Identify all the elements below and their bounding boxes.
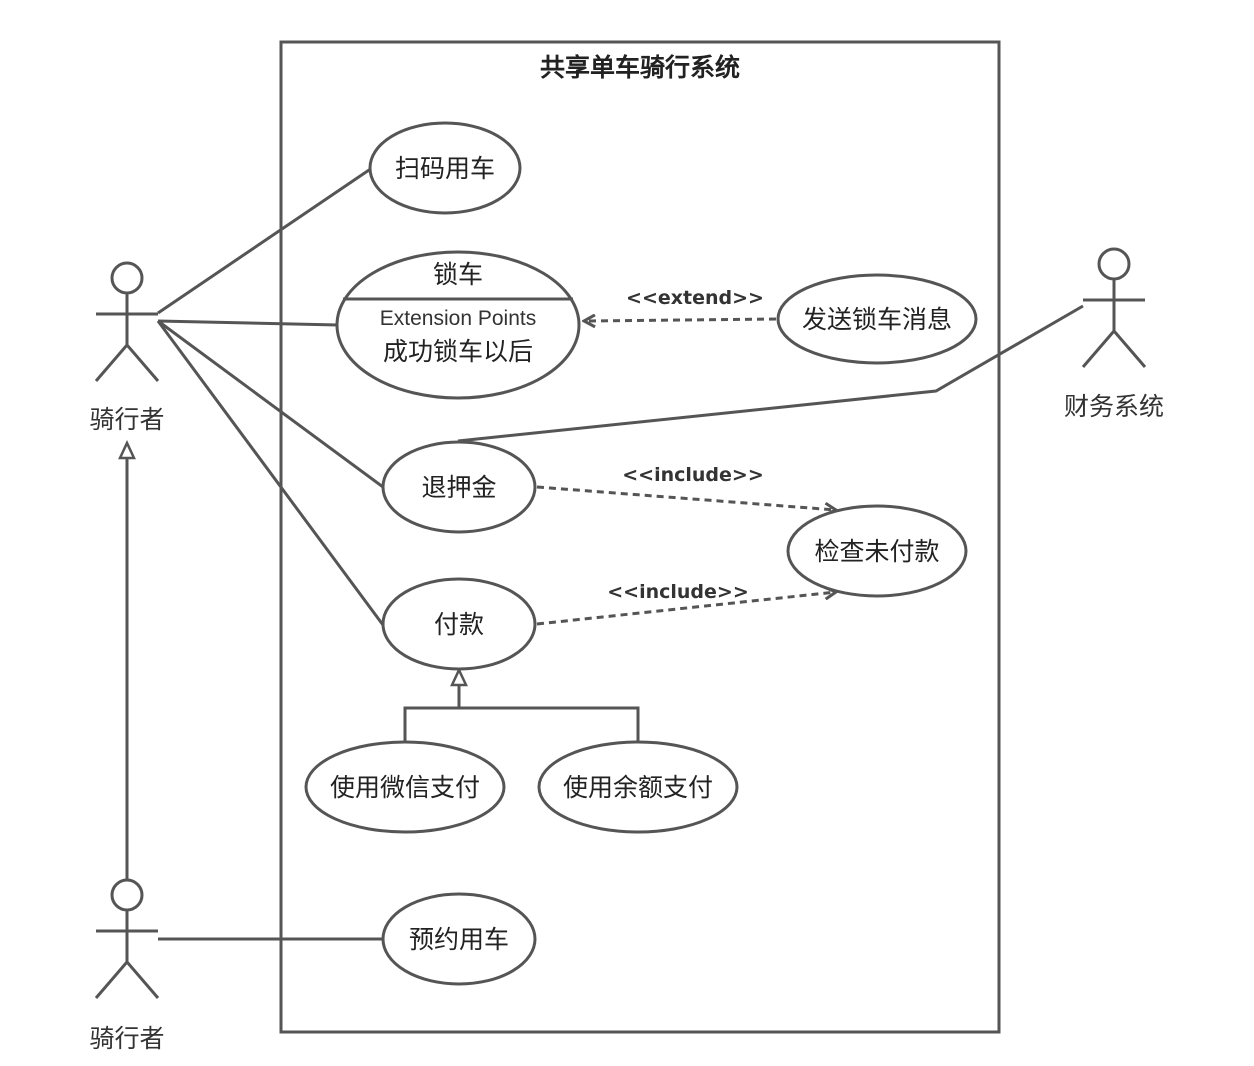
assoc-rider-pay xyxy=(156,320,385,626)
usecase-lock[interactable]: 锁车 Extension Points 成功锁车以后 xyxy=(335,250,581,400)
usecase-check-unpaid-label: 检查未付款 xyxy=(814,537,939,566)
generalization-bar xyxy=(403,706,640,742)
usecase-lock-ext-point: 成功锁车以后 xyxy=(383,337,533,366)
actor-finance-label: 财务系统 xyxy=(1064,392,1164,421)
extend-label: <<extend>> xyxy=(626,287,764,309)
include-arrow-pay xyxy=(536,592,836,626)
usecase-pay-balance-label: 使用余额支付 xyxy=(563,773,713,802)
assoc-rider-lock xyxy=(157,319,339,327)
include-label-pay: <<include>> xyxy=(607,581,749,603)
usecase-scan[interactable]: 扫码用车 xyxy=(368,121,522,215)
usecase-scan-label: 扫码用车 xyxy=(395,154,495,183)
usecase-pay-label: 付款 xyxy=(434,610,484,639)
system-boundary xyxy=(279,40,1001,1034)
assoc-rider-refund xyxy=(157,319,384,489)
usecase-pay-wechat[interactable]: 使用微信支付 xyxy=(304,740,506,834)
actor-rider-bottom-label: 骑行者 xyxy=(89,1024,164,1053)
usecase-pay[interactable]: 付款 xyxy=(381,577,537,671)
usecase-refund[interactable]: 退押金 xyxy=(381,440,537,534)
include-label-refund: <<include>> xyxy=(622,464,764,486)
include-arrow-refund xyxy=(536,485,836,510)
actor-rider-top-label: 骑行者 xyxy=(89,405,164,434)
usecase-pay-balance[interactable]: 使用余额支付 xyxy=(537,740,739,834)
actor-rider-bottom[interactable]: 骑行者 xyxy=(89,878,165,1053)
usecase-lock-label: 锁车 xyxy=(433,260,483,289)
actor-finance[interactable]: 财务系统 xyxy=(1064,247,1164,421)
usecase-send-lock-msg[interactable]: 发送锁车消息 xyxy=(776,273,978,365)
usecase-pay-wechat-label: 使用微信支付 xyxy=(330,773,480,802)
actor-rider-top[interactable]: 骑行者 xyxy=(89,261,165,434)
usecase-reserve[interactable]: 预约用车 xyxy=(381,892,537,986)
usecase-lock-ext-header: Extension Points xyxy=(380,307,536,330)
usecase-reserve-label: 预约用车 xyxy=(409,925,509,954)
extend-arrow xyxy=(584,319,777,321)
usecase-send-lock-msg-label: 发送锁车消息 xyxy=(802,305,952,334)
assoc-finance-refund xyxy=(457,304,1084,443)
assoc-rider-scan xyxy=(157,166,373,315)
system-title: 共享单车骑行系统 xyxy=(540,53,740,82)
usecase-refund-label: 退押金 xyxy=(421,473,496,502)
usecase-check-unpaid[interactable]: 检查未付款 xyxy=(786,504,968,598)
